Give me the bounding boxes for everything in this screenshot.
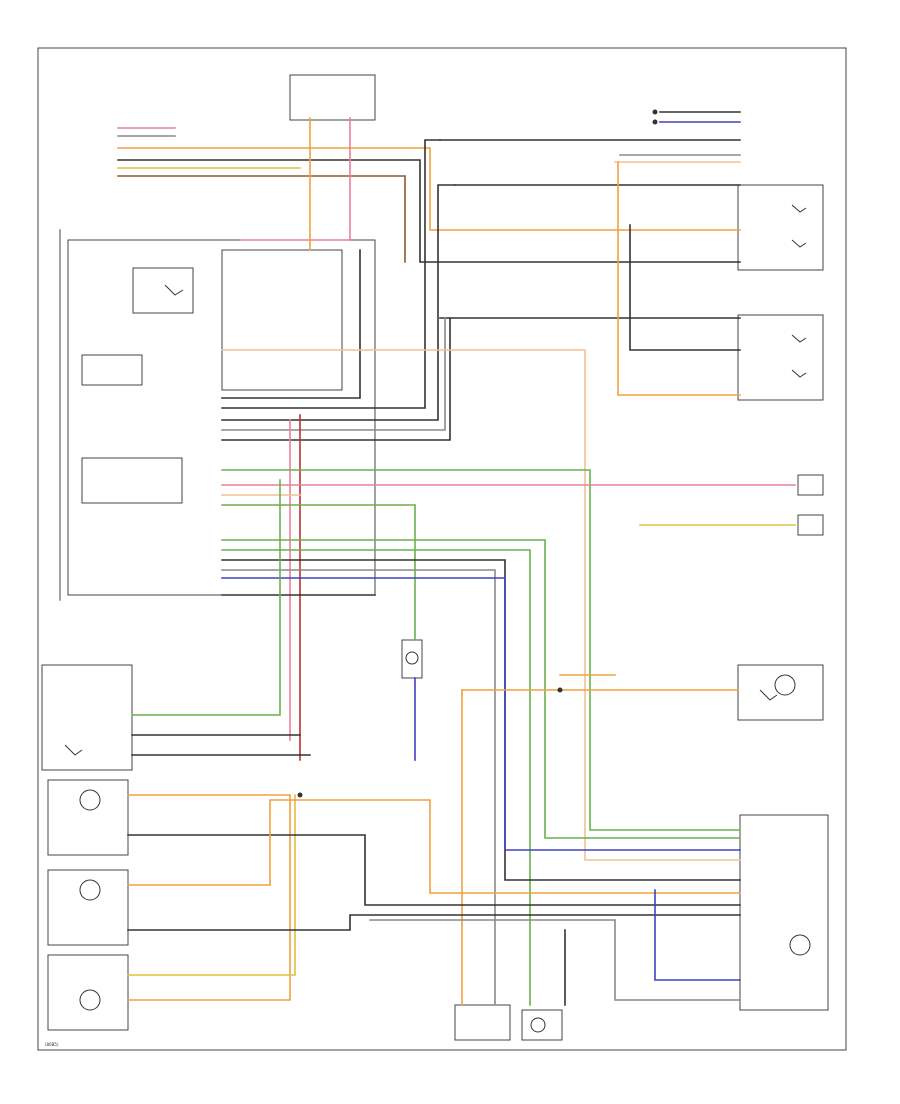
splice-dot-4 (652, 119, 658, 125)
lamp-symbol-center (405, 651, 419, 665)
wire-black-module-2 (221, 139, 441, 409)
wire-orange-lower-2 (127, 799, 741, 894)
module-fuse-row-box (81, 457, 183, 504)
driver-window-switch-box (737, 184, 824, 271)
lamp-symbol-left-1 (79, 789, 101, 811)
wire-gray-lower (369, 919, 741, 1001)
left-lamp-box-2 (47, 869, 129, 946)
splice-dot-3 (652, 109, 658, 115)
splice-dot-1 (297, 792, 303, 798)
wire-orange-top (117, 147, 741, 231)
connector-box-1 (797, 474, 824, 496)
wire-black-lower-2 (127, 914, 741, 931)
wire-violet-lower (654, 889, 741, 981)
lamp-symbol-right (774, 674, 796, 696)
wire-orange-right-down (617, 161, 741, 396)
module-inner-box (221, 249, 343, 391)
lamp-symbol-rear-right (789, 934, 811, 956)
wire-green-mid-3 (221, 539, 741, 839)
lamp-switch-box (737, 664, 824, 721)
wire-yellow-lower (127, 794, 296, 976)
passenger-window-switch-box (737, 314, 824, 401)
wire-violet-mid (221, 577, 741, 851)
left-door-switch-box (41, 664, 133, 771)
wire-black-lower (127, 834, 741, 906)
wire-green-mid-4 (221, 549, 531, 1006)
rear-right-module-box (739, 814, 829, 1011)
connector-box-2 (797, 514, 824, 536)
wire-black-module-3 (221, 184, 456, 421)
wire-gray-module (221, 317, 446, 431)
wire-green-mid-2 (221, 504, 416, 641)
wire-green-mid (221, 469, 741, 831)
lamp-symbol-bottom (530, 1017, 546, 1033)
lamp-symbol-left-3 (79, 989, 101, 1011)
wire-green-left (131, 479, 281, 716)
wire-lightorange-long (221, 349, 741, 861)
module-switch-box (81, 354, 143, 386)
door-switch-symbol (64, 744, 83, 756)
window-switch-symbol-2 (791, 239, 807, 248)
bottom-lamp-box-1 (454, 1004, 511, 1041)
figure-note: (86B5) (45, 1042, 59, 1047)
center-lamp-box (401, 639, 423, 679)
left-lamp-box-1 (47, 779, 129, 856)
window-switch-symbol-4 (791, 369, 807, 378)
diagram-frame (37, 47, 847, 1051)
bottom-lamp-box-2 (521, 1009, 563, 1041)
window-switch-symbol-3 (791, 334, 807, 343)
wire-pink-fuse (239, 117, 351, 241)
splice-dot-2 (557, 687, 563, 693)
wire-orange-lower (127, 794, 291, 1001)
lamp-switch-symbol (759, 689, 778, 701)
wire-black-module-1 (221, 249, 361, 399)
wire-gray-mid (221, 569, 496, 1006)
left-lamp-box-3 (47, 954, 129, 1031)
window-switch-symbol-1 (791, 204, 807, 213)
wire-brown-top (117, 175, 406, 263)
relay-box (132, 267, 194, 314)
wire-black-top (117, 159, 741, 263)
wire-black-module-4 (221, 317, 451, 441)
relay-switch-symbol (164, 284, 184, 296)
lamp-symbol-left-2 (79, 879, 101, 901)
fuse-block-box (289, 74, 376, 121)
wire-black-right-down (629, 224, 741, 351)
